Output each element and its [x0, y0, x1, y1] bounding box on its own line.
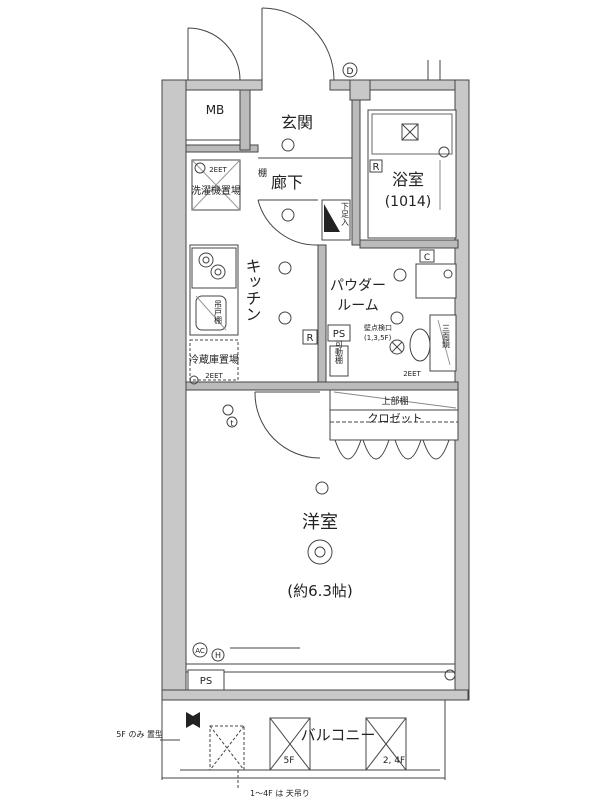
powder-room-label-1: パウダー — [330, 278, 386, 294]
powder-vent — [390, 311, 404, 325]
ps-bottom-label: PS — [200, 676, 212, 687]
d-mark-icon — [342, 62, 358, 78]
mb-closet — [185, 89, 241, 141]
fridge-space — [189, 339, 239, 385]
fridge-unit-label: 2EET — [205, 372, 223, 380]
bathroom: R — [367, 109, 457, 239]
closet — [329, 389, 459, 441]
h-mark: H — [215, 651, 221, 660]
kitchen-r-mark: R — [307, 333, 314, 344]
washer-space-label: 洗濯機置場 — [191, 184, 241, 197]
western-room-door — [254, 391, 321, 459]
hallway-door — [257, 199, 319, 246]
powder-unit-label: 2EET — [403, 370, 421, 378]
kitchen-counter — [189, 244, 239, 336]
ps-mid-label: PS — [333, 329, 345, 340]
powder-room-label-2: ルーム — [337, 298, 379, 314]
kitchen-light-2 — [278, 311, 292, 325]
powder-light — [393, 268, 407, 282]
closet-shelf-label: 上部棚 — [381, 395, 408, 407]
note-floors-1-4: 1～4F は 天吊り — [250, 789, 310, 798]
western-room-size: (約6.3帖) — [287, 582, 353, 600]
note-floor-2-4f: 2, 4F — [383, 756, 405, 766]
outer-walls — [161, 79, 470, 701]
hallway-label: 廊下 — [271, 173, 303, 192]
interior-walls — [185, 89, 459, 391]
cupboard-label: 吊戸棚 — [214, 300, 223, 325]
note-floor-5f: 5F — [284, 756, 295, 766]
shower-icon — [438, 146, 450, 158]
note-fifth-floor-only: 5F のみ 置型 — [116, 730, 163, 739]
movable-shelf-label: 可動棚 — [335, 340, 344, 365]
balcony-window — [186, 647, 455, 673]
entrance-light — [281, 138, 295, 152]
t-mark: t — [230, 419, 233, 428]
mb-label: MB — [206, 103, 225, 117]
western-room-small-light — [315, 481, 329, 495]
inspection-port-label: 壁点検口 — [364, 323, 392, 332]
bathroom-size: (1014) — [385, 194, 432, 210]
toilet — [409, 314, 457, 372]
washer-shelf-marker: 棚 — [258, 167, 267, 179]
kitchen-light-1 — [278, 261, 292, 275]
bath-fan-icon — [401, 123, 419, 141]
balcony-label: バルコニー — [301, 726, 376, 744]
c-mark: C — [424, 253, 430, 263]
ac-mark: AC — [195, 647, 205, 655]
bath-r-mark: R — [373, 162, 380, 173]
balcony — [160, 700, 446, 790]
hallway-light — [281, 208, 295, 222]
washbasin — [415, 263, 457, 299]
mirror-cabinet-label: 三面鏡 — [442, 324, 451, 349]
closet-doors — [334, 439, 450, 460]
entrance-label: 玄関 — [281, 113, 313, 132]
entrance-doors — [187, 7, 441, 81]
d-mark: D — [347, 67, 354, 77]
bathroom-label: 浴室 — [392, 170, 424, 189]
washer-space — [191, 159, 241, 211]
kitchen-label: キッチン — [243, 258, 262, 322]
inspection-floors-label: (1,3,5F) — [364, 334, 392, 342]
washer-unit-label: 2EET — [209, 166, 227, 174]
ceiling-light-icon — [307, 539, 333, 565]
powder-fan-icon — [389, 339, 405, 355]
shoe-rack-label: 下足入 — [341, 202, 350, 226]
western-room-label: 洋室 — [302, 512, 338, 533]
fridge-space-label: 冷蔵庫置場 — [189, 353, 239, 366]
closet-label: クロゼット — [368, 412, 423, 425]
